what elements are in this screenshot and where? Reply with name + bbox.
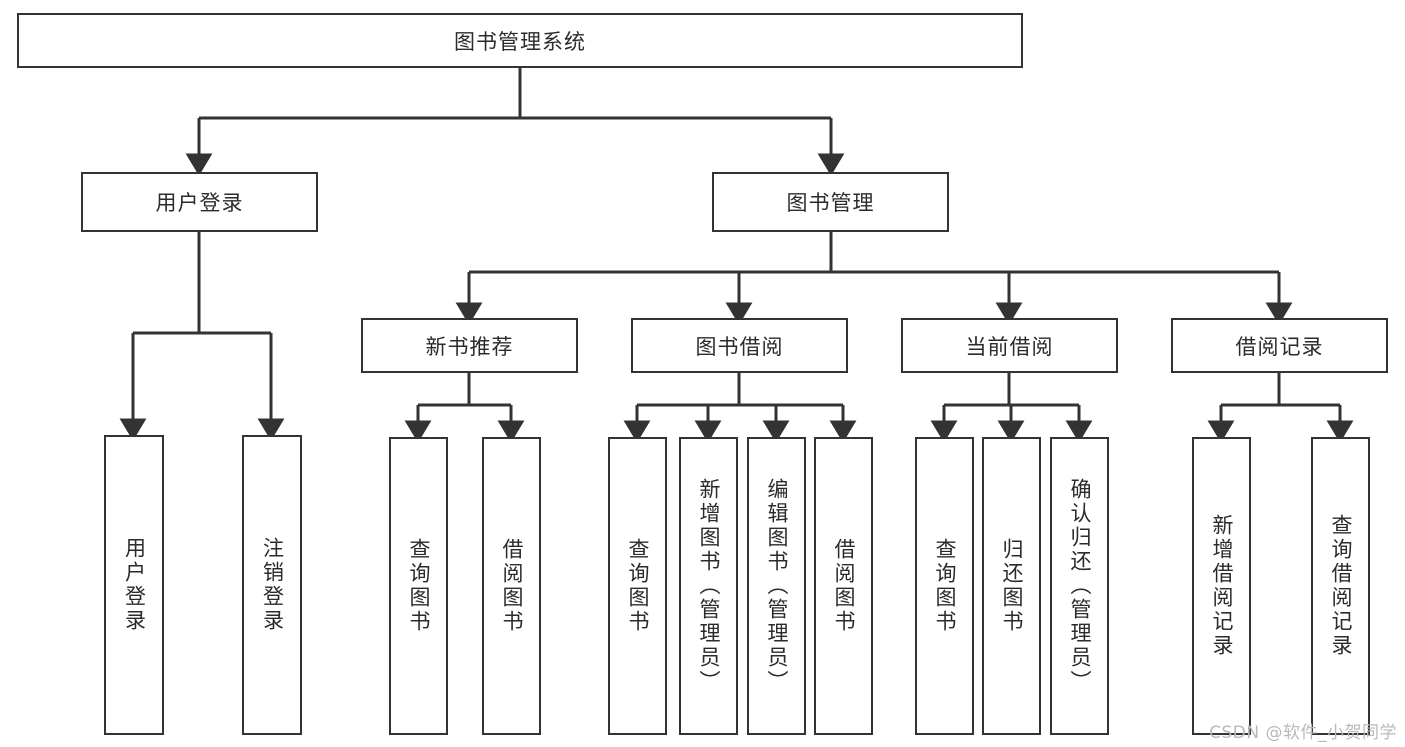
leaf-query-book-3[interactable]: 查询图书 — [915, 437, 974, 735]
leaf-edit-book[interactable]: 编辑图书（管理员） — [747, 437, 806, 735]
leaf-add-record[interactable]: 新增借阅记录 — [1192, 437, 1251, 735]
leaf-logout[interactable]: 注销登录 — [242, 435, 302, 735]
leaf-edit-book-label: 编辑图书（管理员） — [765, 478, 789, 694]
leaf-confirm-return[interactable]: 确认归还（管理员） — [1050, 437, 1109, 735]
leaf-user-login-label: 用户登录 — [122, 537, 147, 633]
leaf-add-record-label: 新增借阅记录 — [1210, 514, 1234, 658]
node-book-borrow[interactable]: 图书借阅 — [631, 318, 848, 373]
leaf-query-record-label: 查询借阅记录 — [1329, 514, 1353, 658]
node-current-borrow[interactable]: 当前借阅 — [901, 318, 1118, 373]
leaf-query-book-2[interactable]: 查询图书 — [608, 437, 667, 735]
node-book-management-label: 图书管理 — [786, 191, 875, 215]
node-book-management[interactable]: 图书管理 — [712, 172, 949, 232]
node-borrow-record[interactable]: 借阅记录 — [1171, 318, 1388, 373]
node-new-book-recommend[interactable]: 新书推荐 — [361, 318, 578, 373]
leaf-query-record[interactable]: 查询借阅记录 — [1311, 437, 1370, 735]
node-user-login[interactable]: 用户登录 — [81, 172, 318, 232]
leaf-borrow-book-2-label: 借阅图书 — [832, 538, 856, 634]
leaf-borrow-book-1[interactable]: 借阅图书 — [482, 437, 541, 735]
node-root[interactable]: 图书管理系统 — [17, 13, 1023, 68]
leaf-return-book-label: 归还图书 — [1000, 538, 1024, 634]
leaf-add-book[interactable]: 新增图书（管理员） — [679, 437, 738, 735]
node-new-book-recommend-label: 新书推荐 — [425, 334, 514, 359]
leaf-add-book-label: 新增图书（管理员） — [697, 478, 721, 694]
node-book-borrow-label: 图书借阅 — [695, 334, 784, 359]
leaf-return-book[interactable]: 归还图书 — [982, 437, 1041, 735]
leaf-query-book-1[interactable]: 查询图书 — [389, 437, 448, 735]
leaf-confirm-return-label: 确认归还（管理员） — [1068, 478, 1092, 694]
leaf-query-book-3-label: 查询图书 — [933, 538, 957, 634]
leaf-borrow-book-2[interactable]: 借阅图书 — [814, 437, 873, 735]
node-root-label: 图书管理系统 — [454, 29, 586, 54]
leaf-query-book-1-label: 查询图书 — [407, 538, 431, 634]
node-borrow-record-label: 借阅记录 — [1235, 334, 1324, 359]
leaf-borrow-book-1-label: 借阅图书 — [500, 538, 524, 634]
leaf-user-login[interactable]: 用户登录 — [104, 435, 164, 735]
leaf-logout-label: 注销登录 — [260, 537, 285, 633]
leaf-query-book-2-label: 查询图书 — [626, 538, 650, 634]
node-current-borrow-label: 当前借阅 — [965, 334, 1054, 359]
node-user-login-label: 用户登录 — [155, 191, 244, 215]
